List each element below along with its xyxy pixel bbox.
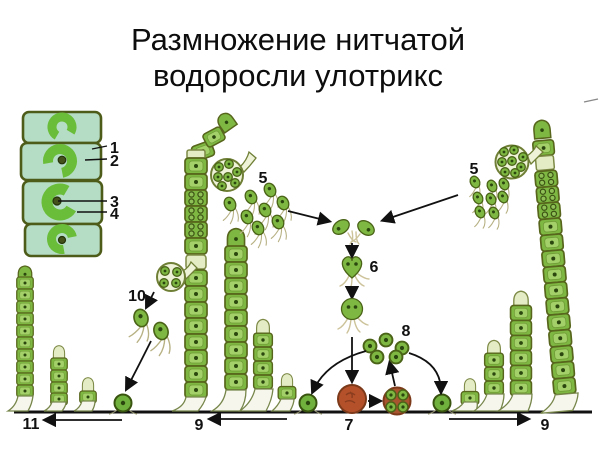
growth-series-left	[5, 265, 138, 415]
callout-5-gametes: 5	[470, 161, 479, 178]
callout-2-cytoplasm: 2	[110, 153, 119, 170]
callout-1-cell-wall: 1	[110, 140, 119, 157]
callout-9-growth-middle: 9	[195, 417, 204, 434]
figure-title-line1: Размножение нитчатой	[131, 22, 465, 57]
filament-tall-b	[209, 227, 248, 412]
callout-5-zoospores: 5	[259, 170, 268, 187]
callout-9-growth-right: 9	[541, 417, 550, 434]
growth-series-right	[427, 290, 533, 415]
figure-title-line2: водоросли улотрикс	[153, 58, 443, 93]
arrow-spores-left	[310, 350, 367, 395]
arrow-swimmer-settles	[125, 340, 152, 392]
gamete-pair-fusing	[332, 219, 375, 245]
callout-6-fusion: 6	[370, 259, 379, 276]
zygote-forming-6	[339, 256, 370, 290]
zoosporangium-left	[210, 150, 257, 192]
arrow-gametes-to-center	[379, 194, 459, 224]
arrow-spores-right	[408, 352, 449, 396]
callout-10-release: 10	[128, 288, 146, 305]
enlarged-filament-cells	[19, 110, 104, 258]
callout-leaders	[58, 145, 108, 213]
arrow-release-10	[145, 291, 158, 310]
young-zygote	[337, 297, 369, 334]
callout-4-chloroplast: 4	[110, 206, 119, 223]
gametangium-right	[494, 144, 544, 180]
growth-series-middle	[238, 318, 323, 415]
callout-11-growth: 11	[23, 416, 40, 433]
stray-mark	[583, 98, 599, 103]
callout-7-zygote: 7	[345, 417, 354, 434]
callout-3-nucleus: 3	[110, 194, 119, 211]
nucleus-dot	[57, 155, 67, 165]
gamete-swarm-right	[461, 173, 516, 233]
meiosis-sac	[382, 386, 412, 416]
zoospore-swimmers	[122, 306, 177, 360]
arrow-zoospores-to-center	[287, 210, 333, 226]
filament-tall-right	[531, 118, 579, 414]
arrow-meiosis-to-spores	[385, 359, 400, 387]
nucleus-dot	[57, 235, 67, 245]
callout-8-spores: 8	[402, 323, 411, 340]
resting-zygote	[337, 384, 367, 414]
zoosporangium-10	[156, 260, 198, 292]
